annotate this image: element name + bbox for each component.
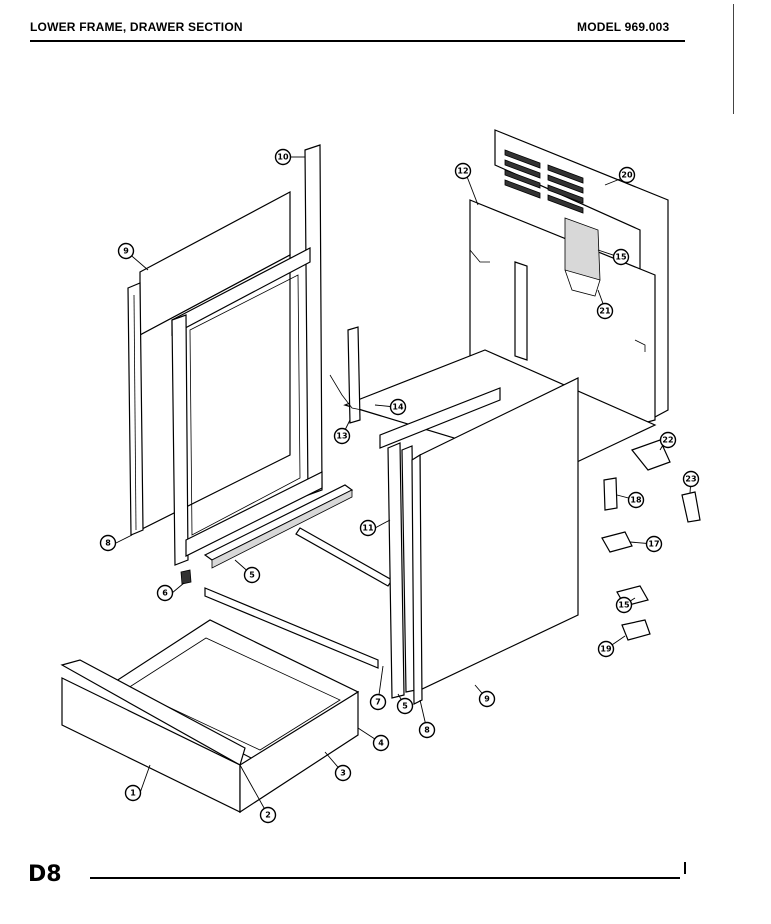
svg-text:11: 11 [362,524,374,533]
rear-upright [514,261,528,361]
callout-20: 20 [618,166,636,184]
svg-text:9: 9 [123,247,129,256]
svg-text:20: 20 [621,171,633,180]
svg-text:15: 15 [615,253,627,262]
callout-12: 12 [454,162,472,180]
callout-5-left: 5 [243,566,261,584]
svg-text:9: 9 [484,695,490,704]
callout-19: 19 [597,640,615,658]
bracket-18-icon [603,477,618,511]
svg-text:21: 21 [599,307,611,316]
drawer-glide-front [204,587,379,669]
svg-text:15: 15 [618,601,630,610]
callout-15-top: 15 [612,248,630,266]
plate-19-icon [621,619,651,641]
callout-9-left: 9 [117,242,135,260]
svg-text:5: 5 [249,571,255,580]
callout-8-left: 8 [99,534,117,552]
svg-text:22: 22 [662,436,673,445]
left-side-panel [127,191,291,536]
svg-text:13: 13 [336,432,347,441]
callout-13: 13 [333,427,351,445]
svg-text:18: 18 [630,496,642,505]
svg-text:19: 19 [600,645,612,654]
callout-4: 4 [372,734,390,752]
model-number: MODEL 969.003 [577,20,670,34]
svg-text:17: 17 [648,540,659,549]
svg-text:10: 10 [277,153,289,162]
page-edge-line [733,4,734,114]
callout-8-right: 8 [418,721,436,739]
callout-18: 18 [627,491,645,509]
callout-9-right: 9 [478,690,496,708]
leveling-leg-icon [180,569,192,585]
svg-text:1: 1 [130,789,136,798]
callout-10: 10 [274,148,292,166]
svg-text:5: 5 [402,702,408,711]
drawer-glide-left [203,484,354,569]
page-title: LOWER FRAME, DRAWER SECTION [30,20,243,34]
svg-text:12: 12 [457,167,468,176]
svg-text:2: 2 [265,811,271,820]
callout-5-right: 5 [396,697,414,715]
callout-1: 1 [124,784,142,802]
svg-text:23: 23 [685,475,696,484]
right-side-panel [411,377,579,705]
callout-17: 17 [645,535,663,553]
left-frame [171,144,323,566]
callout-22: 22 [659,431,677,449]
svg-text:14: 14 [392,403,404,412]
callout-14: 14 [389,398,407,416]
bracket-23-icon [681,491,701,523]
svg-text:6: 6 [162,589,168,598]
svg-text:8: 8 [105,539,111,548]
callout-23: 23 [682,470,700,488]
page-number: D8 [28,862,62,887]
bracket-17-icon [601,531,633,553]
svg-text:7: 7 [375,698,381,707]
center-upright [329,326,363,424]
callout-21: 21 [596,302,614,320]
footer-tick [684,862,686,874]
svg-text:8: 8 [424,726,430,735]
callout-11: 11 [359,519,377,537]
footer-rule [90,877,680,879]
svg-text:4: 4 [378,739,384,748]
bracket-22-icon [631,439,671,471]
callout-2: 2 [259,806,277,824]
small-parts [180,439,701,641]
rear-panel [494,129,669,427]
drawer [60,619,360,814]
callout-3: 3 [334,764,352,782]
drawer-glide-right [295,527,393,587]
callout-7: 7 [369,693,387,711]
svg-text:3: 3 [340,769,346,778]
right-frame [379,387,501,699]
callout-15-bottom: 15 [615,596,633,614]
callout-6: 6 [156,584,174,602]
header-rule [30,40,685,42]
